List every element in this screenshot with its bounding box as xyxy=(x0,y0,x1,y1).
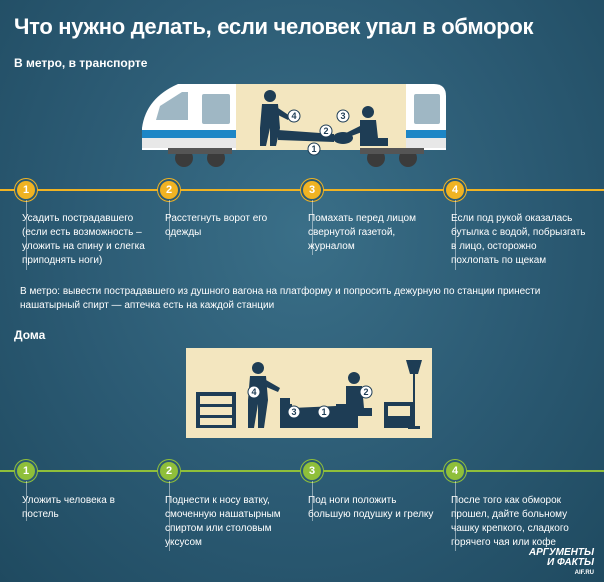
home-step-divider xyxy=(455,481,456,551)
section-heading-home: Дома xyxy=(14,328,46,342)
page-title: Что нужно делать, если человек упал в об… xyxy=(14,14,534,39)
home-step-marker-2: 2 xyxy=(160,462,178,480)
home-room-illustration: 4 1 3 2 xyxy=(186,348,432,438)
metro-timeline xyxy=(0,189,604,191)
home-step-divider xyxy=(26,481,27,521)
home-step-marker-1: 1 xyxy=(17,462,35,480)
home-step-text-2: Поднести к носу ватку, смоченную нашатыр… xyxy=(165,495,281,548)
aif-logo: АРГУМЕНТЫ И ФАКТЫ AIF.RU xyxy=(528,547,594,577)
metro-step-marker-1: 1 xyxy=(17,181,35,199)
metro-note: В метро: вывести пострадавшего из душног… xyxy=(20,286,541,311)
section-heading-metro: В метро, в транспорте xyxy=(14,56,148,70)
home-illu-label-4: 4 xyxy=(251,387,256,397)
metro-step-text-2: Расстегнуть ворот его одежды xyxy=(165,213,268,238)
metro-illu-label-4: 4 xyxy=(291,111,296,121)
metro-illu-label-2: 2 xyxy=(323,126,328,136)
metro-illu-label-3: 3 xyxy=(340,111,345,121)
metro-step-divider xyxy=(455,200,456,270)
home-step-text-4: После того как обморок прошел, дайте бол… xyxy=(451,495,569,548)
metro-step-text-1: Усадить пострадавшего (если есть возможн… xyxy=(22,213,145,266)
home-step-divider xyxy=(169,481,170,551)
metro-step-text-4: Если под рукой оказалась бутылка с водой… xyxy=(451,213,586,266)
home-step-divider xyxy=(312,481,313,521)
home-step-marker-4: 4 xyxy=(446,462,464,480)
home-timeline xyxy=(0,470,604,472)
metro-step-text-3: Помахать перед лицом свернутой газетой, … xyxy=(308,213,416,252)
home-illu-label-1: 1 xyxy=(321,407,326,417)
metro-step-divider xyxy=(169,200,170,240)
metro-step-divider xyxy=(26,200,27,270)
metro-train-illustration: 4 3 2 1 xyxy=(142,84,446,167)
home-illu-label-3: 3 xyxy=(291,407,296,417)
home-step-text-3: Под ноги положить большую подушку и грел… xyxy=(308,495,434,520)
metro-step-divider xyxy=(312,200,313,255)
metro-step-marker-4: 4 xyxy=(446,181,464,199)
home-step-text-1: Уложить человека в постель xyxy=(22,495,115,520)
metro-step-marker-3: 3 xyxy=(303,181,321,199)
metro-illu-label-1: 1 xyxy=(311,144,316,154)
metro-step-marker-2: 2 xyxy=(160,181,178,199)
home-illu-label-2: 2 xyxy=(363,387,368,397)
home-step-marker-3: 3 xyxy=(303,462,321,480)
